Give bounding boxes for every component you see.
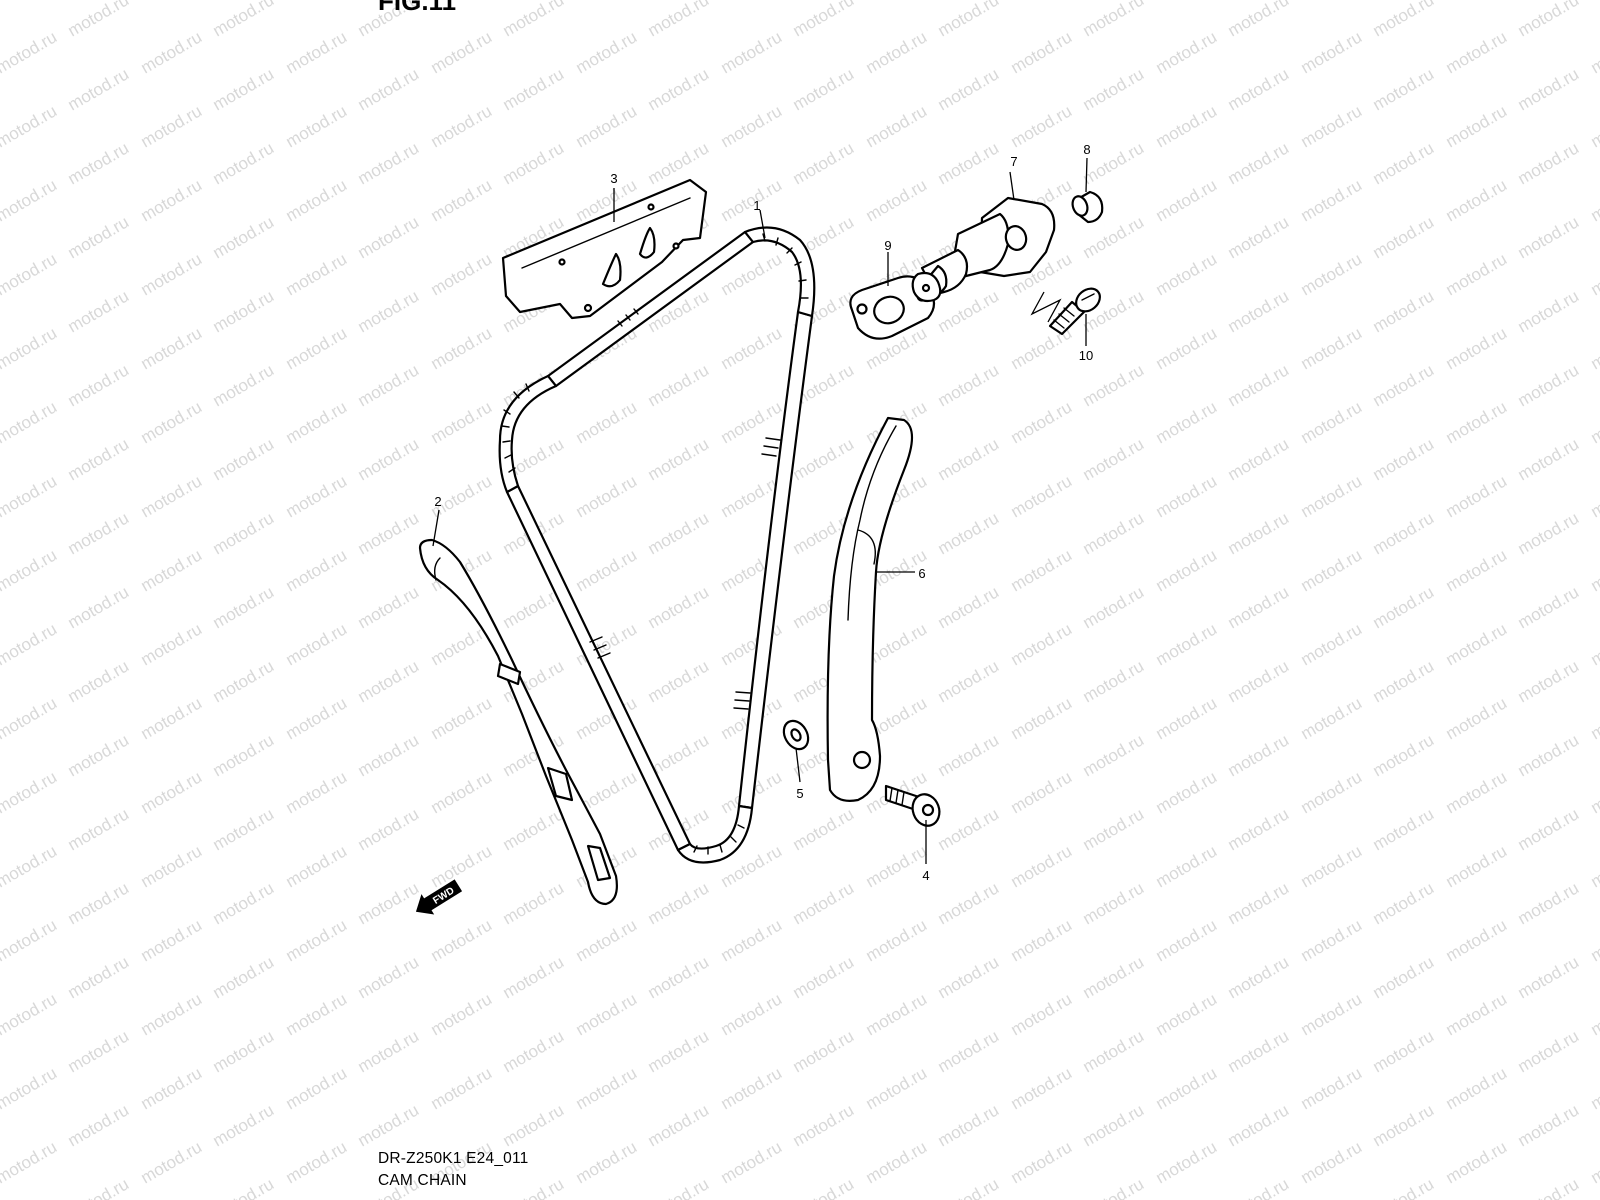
callout-3: 3	[610, 171, 617, 186]
tensioner-mounting-bolt	[1048, 287, 1101, 336]
guide-pivot-bolt	[884, 784, 941, 827]
rear-chain-guide	[418, 538, 618, 906]
callout-10: 10	[1079, 348, 1093, 363]
callout-4: 4	[922, 868, 929, 883]
forward-direction-arrow: FWD	[415, 879, 463, 915]
tensioner-chain-guide	[826, 416, 914, 802]
callout-5: 5	[796, 786, 803, 801]
cam-chain-tensioner	[911, 196, 1056, 303]
tensioner-cap-plug	[1071, 190, 1104, 224]
callout-labels: 1 2 3 4 5 6 7 8 9 10	[434, 142, 1093, 883]
figure-title: FIG.11	[378, 0, 457, 16]
washer	[782, 719, 810, 751]
diagram-caption: CAM CHAIN	[378, 1172, 467, 1189]
cam-chain	[498, 226, 816, 864]
callout-7: 7	[1010, 154, 1017, 169]
callout-1: 1	[753, 198, 760, 213]
callout-2: 2	[434, 494, 441, 509]
callout-9: 9	[884, 238, 891, 253]
model-code: DR-Z250K1 E24_011	[378, 1150, 529, 1167]
upper-chain-guide	[501, 178, 708, 320]
callout-8: 8	[1083, 142, 1090, 157]
callout-6: 6	[918, 566, 925, 581]
leader-lines	[432, 157, 1088, 864]
